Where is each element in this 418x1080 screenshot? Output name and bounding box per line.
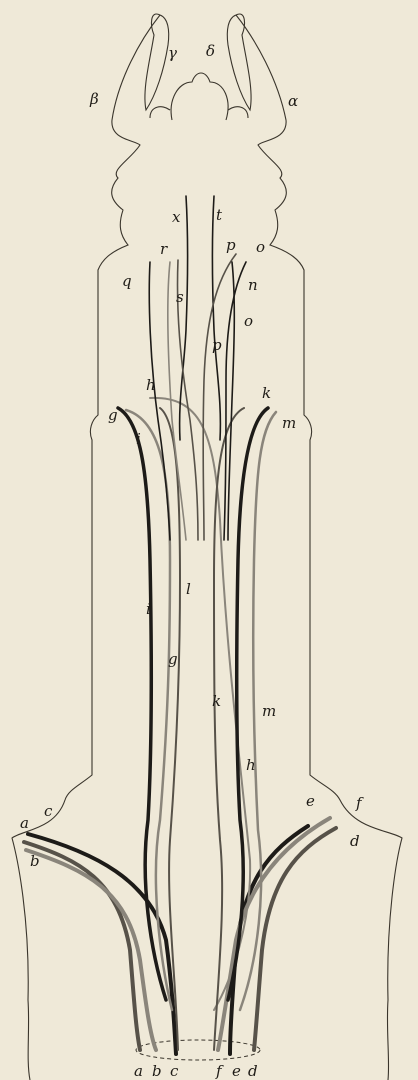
label-bottom-a: a	[134, 1062, 143, 1080]
label-b-top: b	[30, 852, 40, 870]
label-alpha: α	[288, 92, 298, 110]
fiber-t	[213, 196, 221, 440]
fiber-n	[228, 262, 234, 540]
label-a-top: a	[20, 814, 29, 832]
label-t: t	[216, 206, 223, 224]
label-x: x	[172, 208, 181, 226]
head-lobes	[171, 73, 228, 120]
label-h-top: h	[146, 376, 156, 394]
antenna-left	[145, 14, 169, 110]
label-p-mid: p	[212, 336, 222, 354]
label-r: r	[160, 240, 168, 258]
label-m-mid: m	[262, 702, 276, 720]
eye-left	[150, 107, 170, 118]
label-q: q	[122, 272, 132, 290]
label-i-mid: i	[146, 600, 151, 618]
label-o-mid: o	[244, 312, 253, 330]
fiber-x	[180, 196, 188, 440]
label-k-mid: k	[212, 692, 221, 710]
fiber-q	[149, 262, 170, 540]
label-gamma: γ	[168, 44, 177, 62]
label-m-top: m	[282, 414, 296, 432]
label-beta: β	[89, 90, 99, 108]
label-bottom-d: d	[248, 1062, 258, 1080]
label-g-top: g	[108, 406, 118, 424]
label-l: l	[186, 580, 191, 598]
label-c-top: c	[44, 802, 53, 820]
label-f-top: f	[355, 794, 364, 812]
eye-right	[228, 107, 248, 118]
label-bottom-b: b	[152, 1062, 162, 1080]
label-d-top: d	[350, 832, 360, 850]
antenna-right	[227, 14, 251, 110]
label-n: n	[248, 276, 258, 294]
labels: α β γ δ x t r p o q s n o p h k g m i i …	[20, 42, 364, 1080]
label-k-top: k	[262, 384, 271, 402]
label-bottom-e: e	[232, 1062, 241, 1080]
fiber-tracts	[24, 196, 336, 1054]
label-s: s	[176, 288, 184, 306]
label-e-top: e	[306, 792, 315, 810]
fiber-i	[118, 408, 166, 1000]
label-bottom-f: f	[215, 1062, 224, 1080]
label-bottom-c: c	[170, 1062, 179, 1080]
body-outline	[12, 14, 402, 1080]
label-g-mid: g	[168, 650, 178, 668]
label-i-top: i	[136, 430, 141, 448]
label-delta: δ	[206, 42, 215, 60]
body-outline-left	[12, 15, 160, 1080]
fiber-l	[160, 408, 180, 1050]
label-o-top: o	[256, 238, 265, 256]
label-p-top: p	[226, 236, 236, 254]
body-outline-right	[236, 15, 402, 1080]
label-h-mid: h	[246, 756, 256, 774]
